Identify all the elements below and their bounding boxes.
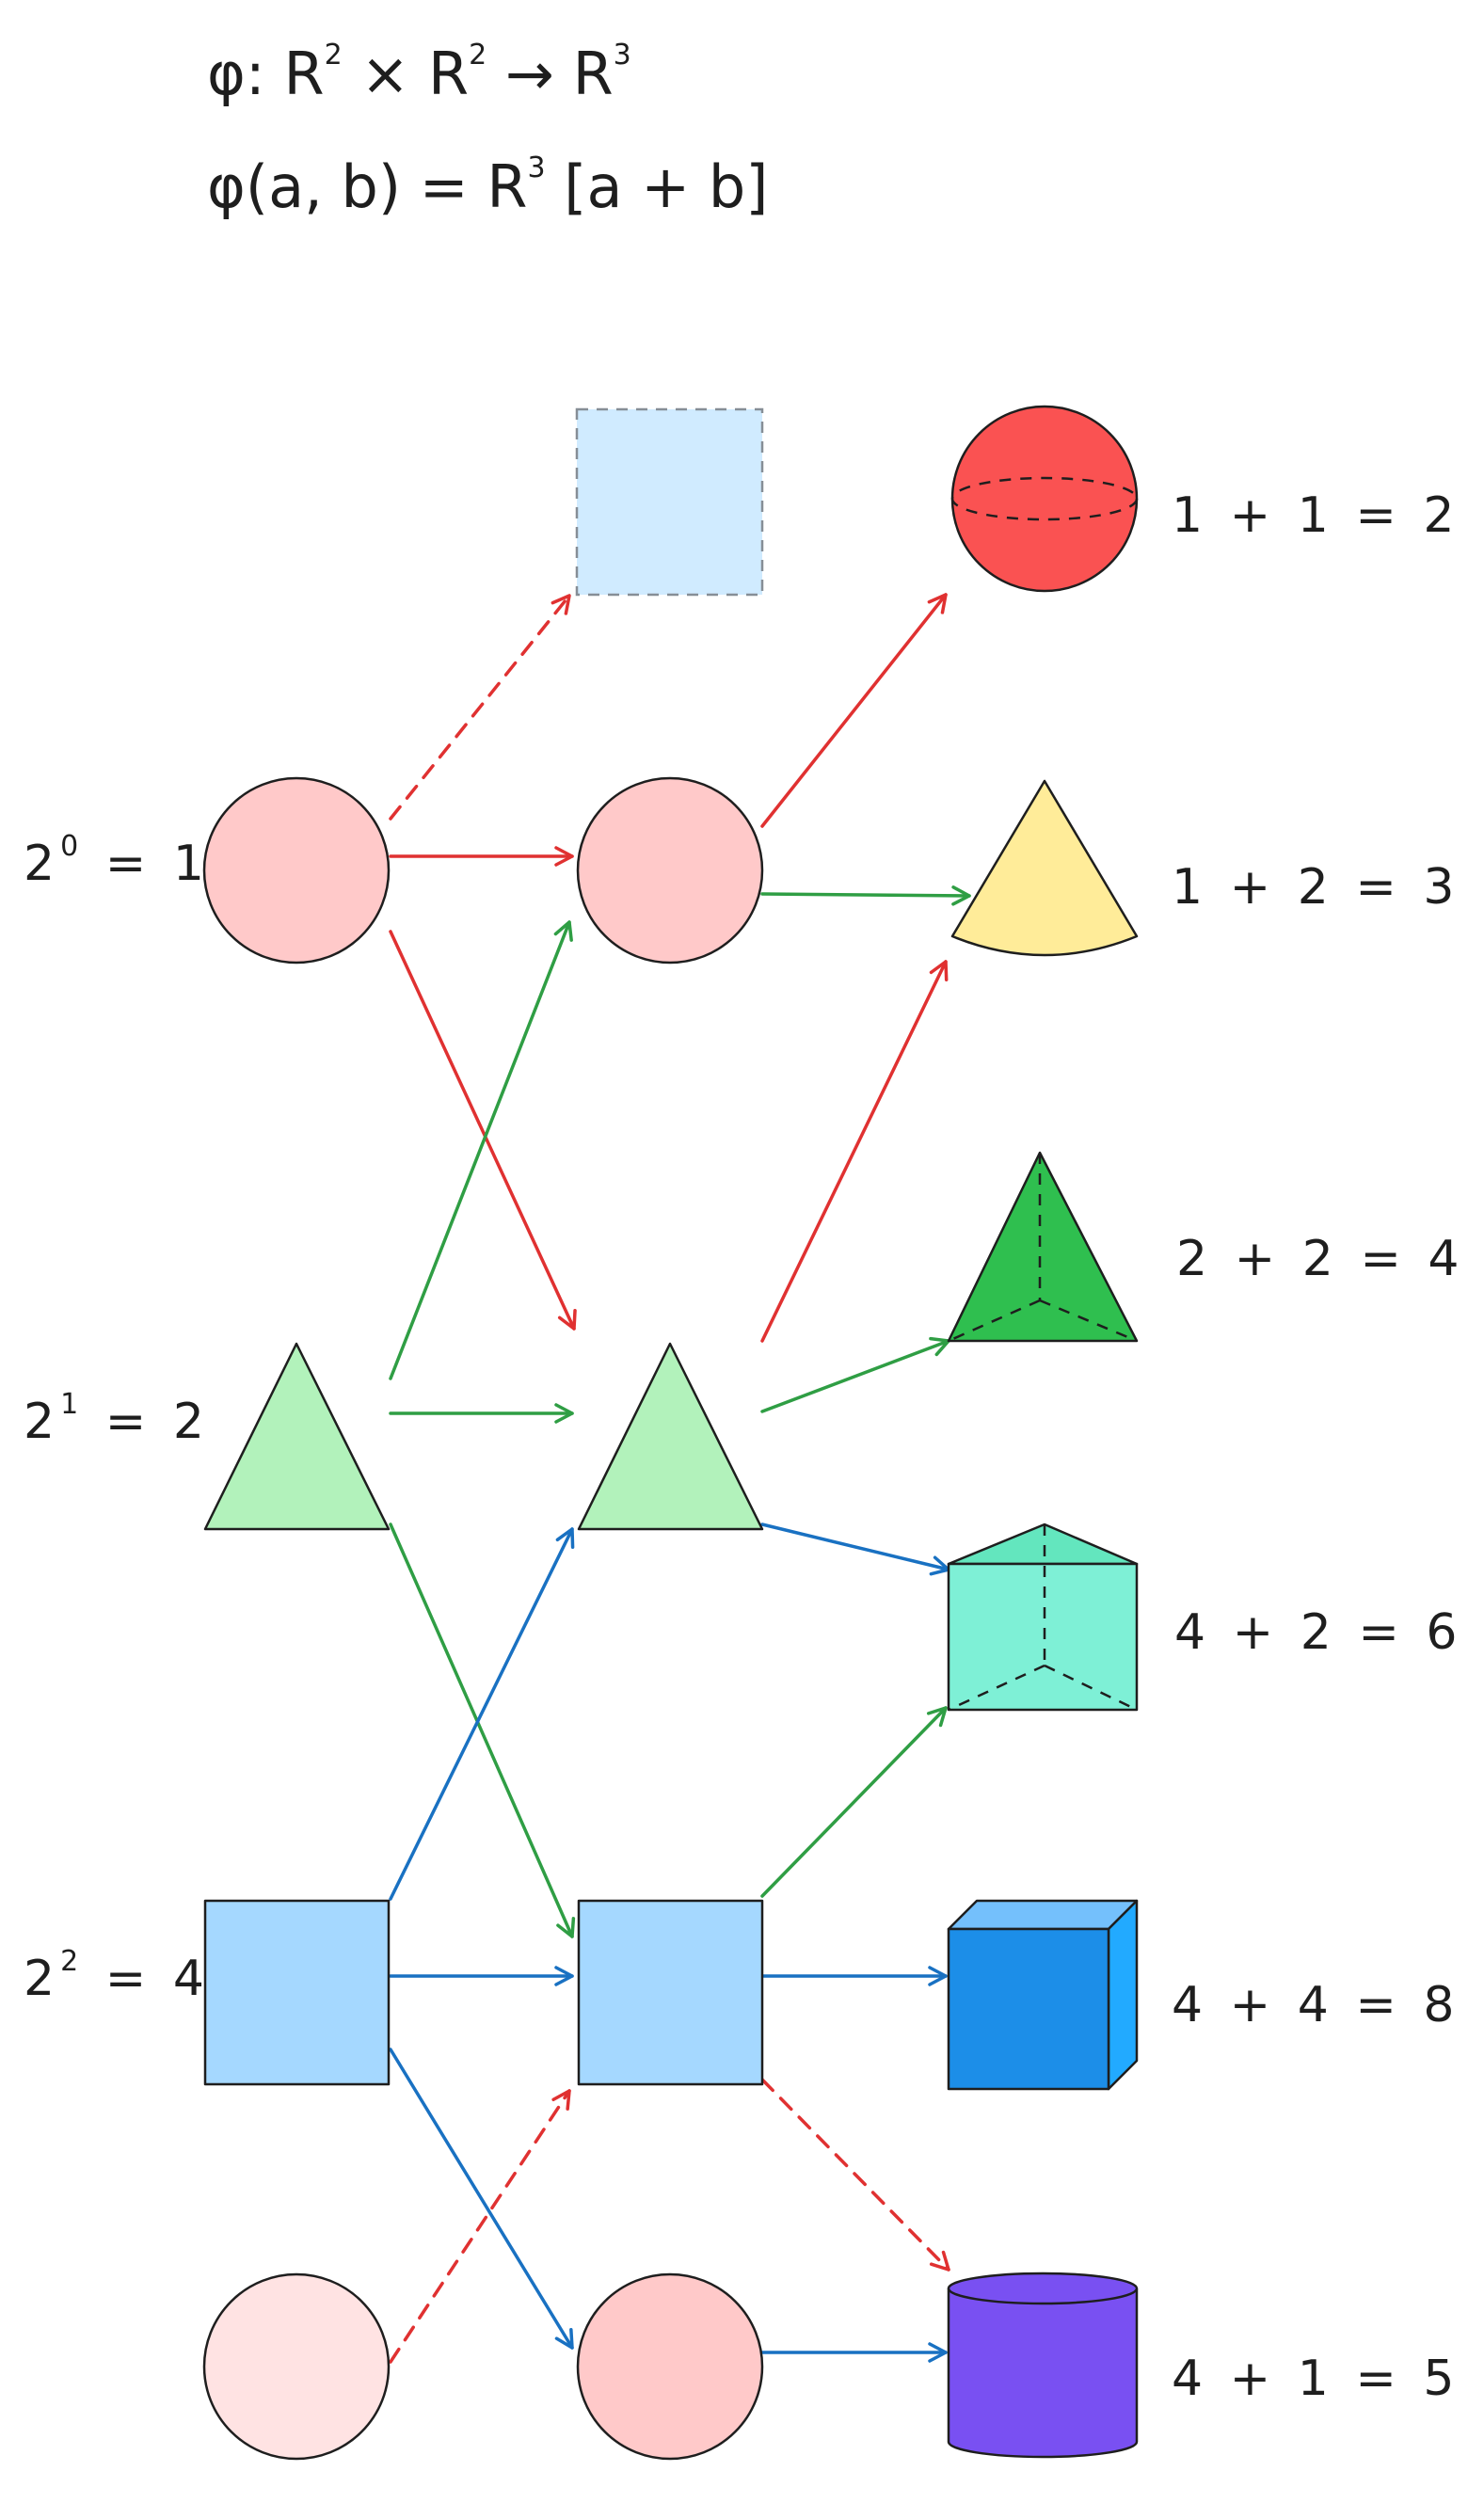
results: 1 + 1 = 2 1 + 2 = 3 2 + 2 = 4 4 + 2 = 6 …: [1172, 487, 1465, 2407]
ghost-square-icon: [575, 407, 764, 597]
arrow-green-triangle-to-square: [389, 1523, 576, 1938]
result-label-pyramid: 2 + 2 = 4: [1176, 1231, 1465, 1287]
column-1: [202, 776, 391, 2461]
row-label-2-pow-0: 20 = 1: [24, 830, 210, 892]
triangle-icon: [203, 1342, 391, 1531]
square-icon: [203, 1899, 391, 2086]
formula: φ: R2 × R2 → R3 φ(a, b) = R3 [a + b]: [207, 39, 768, 221]
formula-line-2: φ(a, b) = R3 [a + b]: [207, 151, 768, 221]
arrow-red-dashed-faded-circle-to-square: [389, 2089, 571, 2364]
triangle-icon: [577, 1342, 764, 1531]
arrow-blue-triangle-to-prism: [760, 1523, 950, 1576]
arrow-red-circle-to-sphere: [760, 593, 948, 828]
circle-icon: [576, 2272, 764, 2461]
arrow-blue-square-to-triangle: [389, 1527, 575, 1901]
arrow-red-circle-to-triangle: [389, 930, 577, 1331]
cube-icon: [947, 1899, 1139, 2091]
arrows: [389, 593, 971, 2364]
cone-icon: [950, 779, 1139, 957]
arrow-red-dashed-square-to-cylinder: [760, 2078, 950, 2272]
square-icon: [577, 1899, 764, 2086]
row-label-2-pow-1: 21 = 2: [24, 1388, 210, 1450]
arrow-blue-square-to-circle: [389, 2048, 574, 2350]
result-label-cone: 1 + 2 = 3: [1172, 859, 1460, 916]
prism-icon: [947, 1523, 1139, 1712]
column-3: [947, 405, 1139, 2459]
arrow-green-circle-to-cone: [760, 885, 971, 906]
result-label-prism: 4 + 2 = 6: [1174, 1604, 1463, 1661]
result-label-sphere: 1 + 1 = 2: [1172, 487, 1460, 544]
arrow-red-dashed-circle-to-ghost-square: [389, 594, 571, 821]
column-2: [575, 407, 764, 2461]
row-labels: 20 = 1 21 = 2 22 = 4: [24, 830, 210, 2007]
arrow-green-triangle-to-circle: [389, 920, 573, 1380]
circle-icon: [576, 776, 764, 965]
circle-icon: [202, 776, 391, 965]
pyramid-icon: [947, 1151, 1139, 1343]
result-label-cube: 4 + 4 = 8: [1172, 1977, 1460, 2033]
faded-circle-icon: [202, 2272, 391, 2461]
sphere-icon: [950, 405, 1139, 593]
arrow-green-triangle-to-pyramid: [760, 1336, 950, 1413]
formula-line-1: φ: R2 × R2 → R3: [207, 39, 631, 108]
arrow-green-square-to-prism: [760, 1706, 948, 1898]
result-label-cylinder: 4 + 1 = 5: [1172, 2351, 1460, 2407]
arrow-red-triangle-to-cone: [760, 960, 949, 1343]
cylinder-icon: [947, 2272, 1139, 2459]
row-label-2-pow-2: 22 = 4: [24, 1945, 210, 2007]
